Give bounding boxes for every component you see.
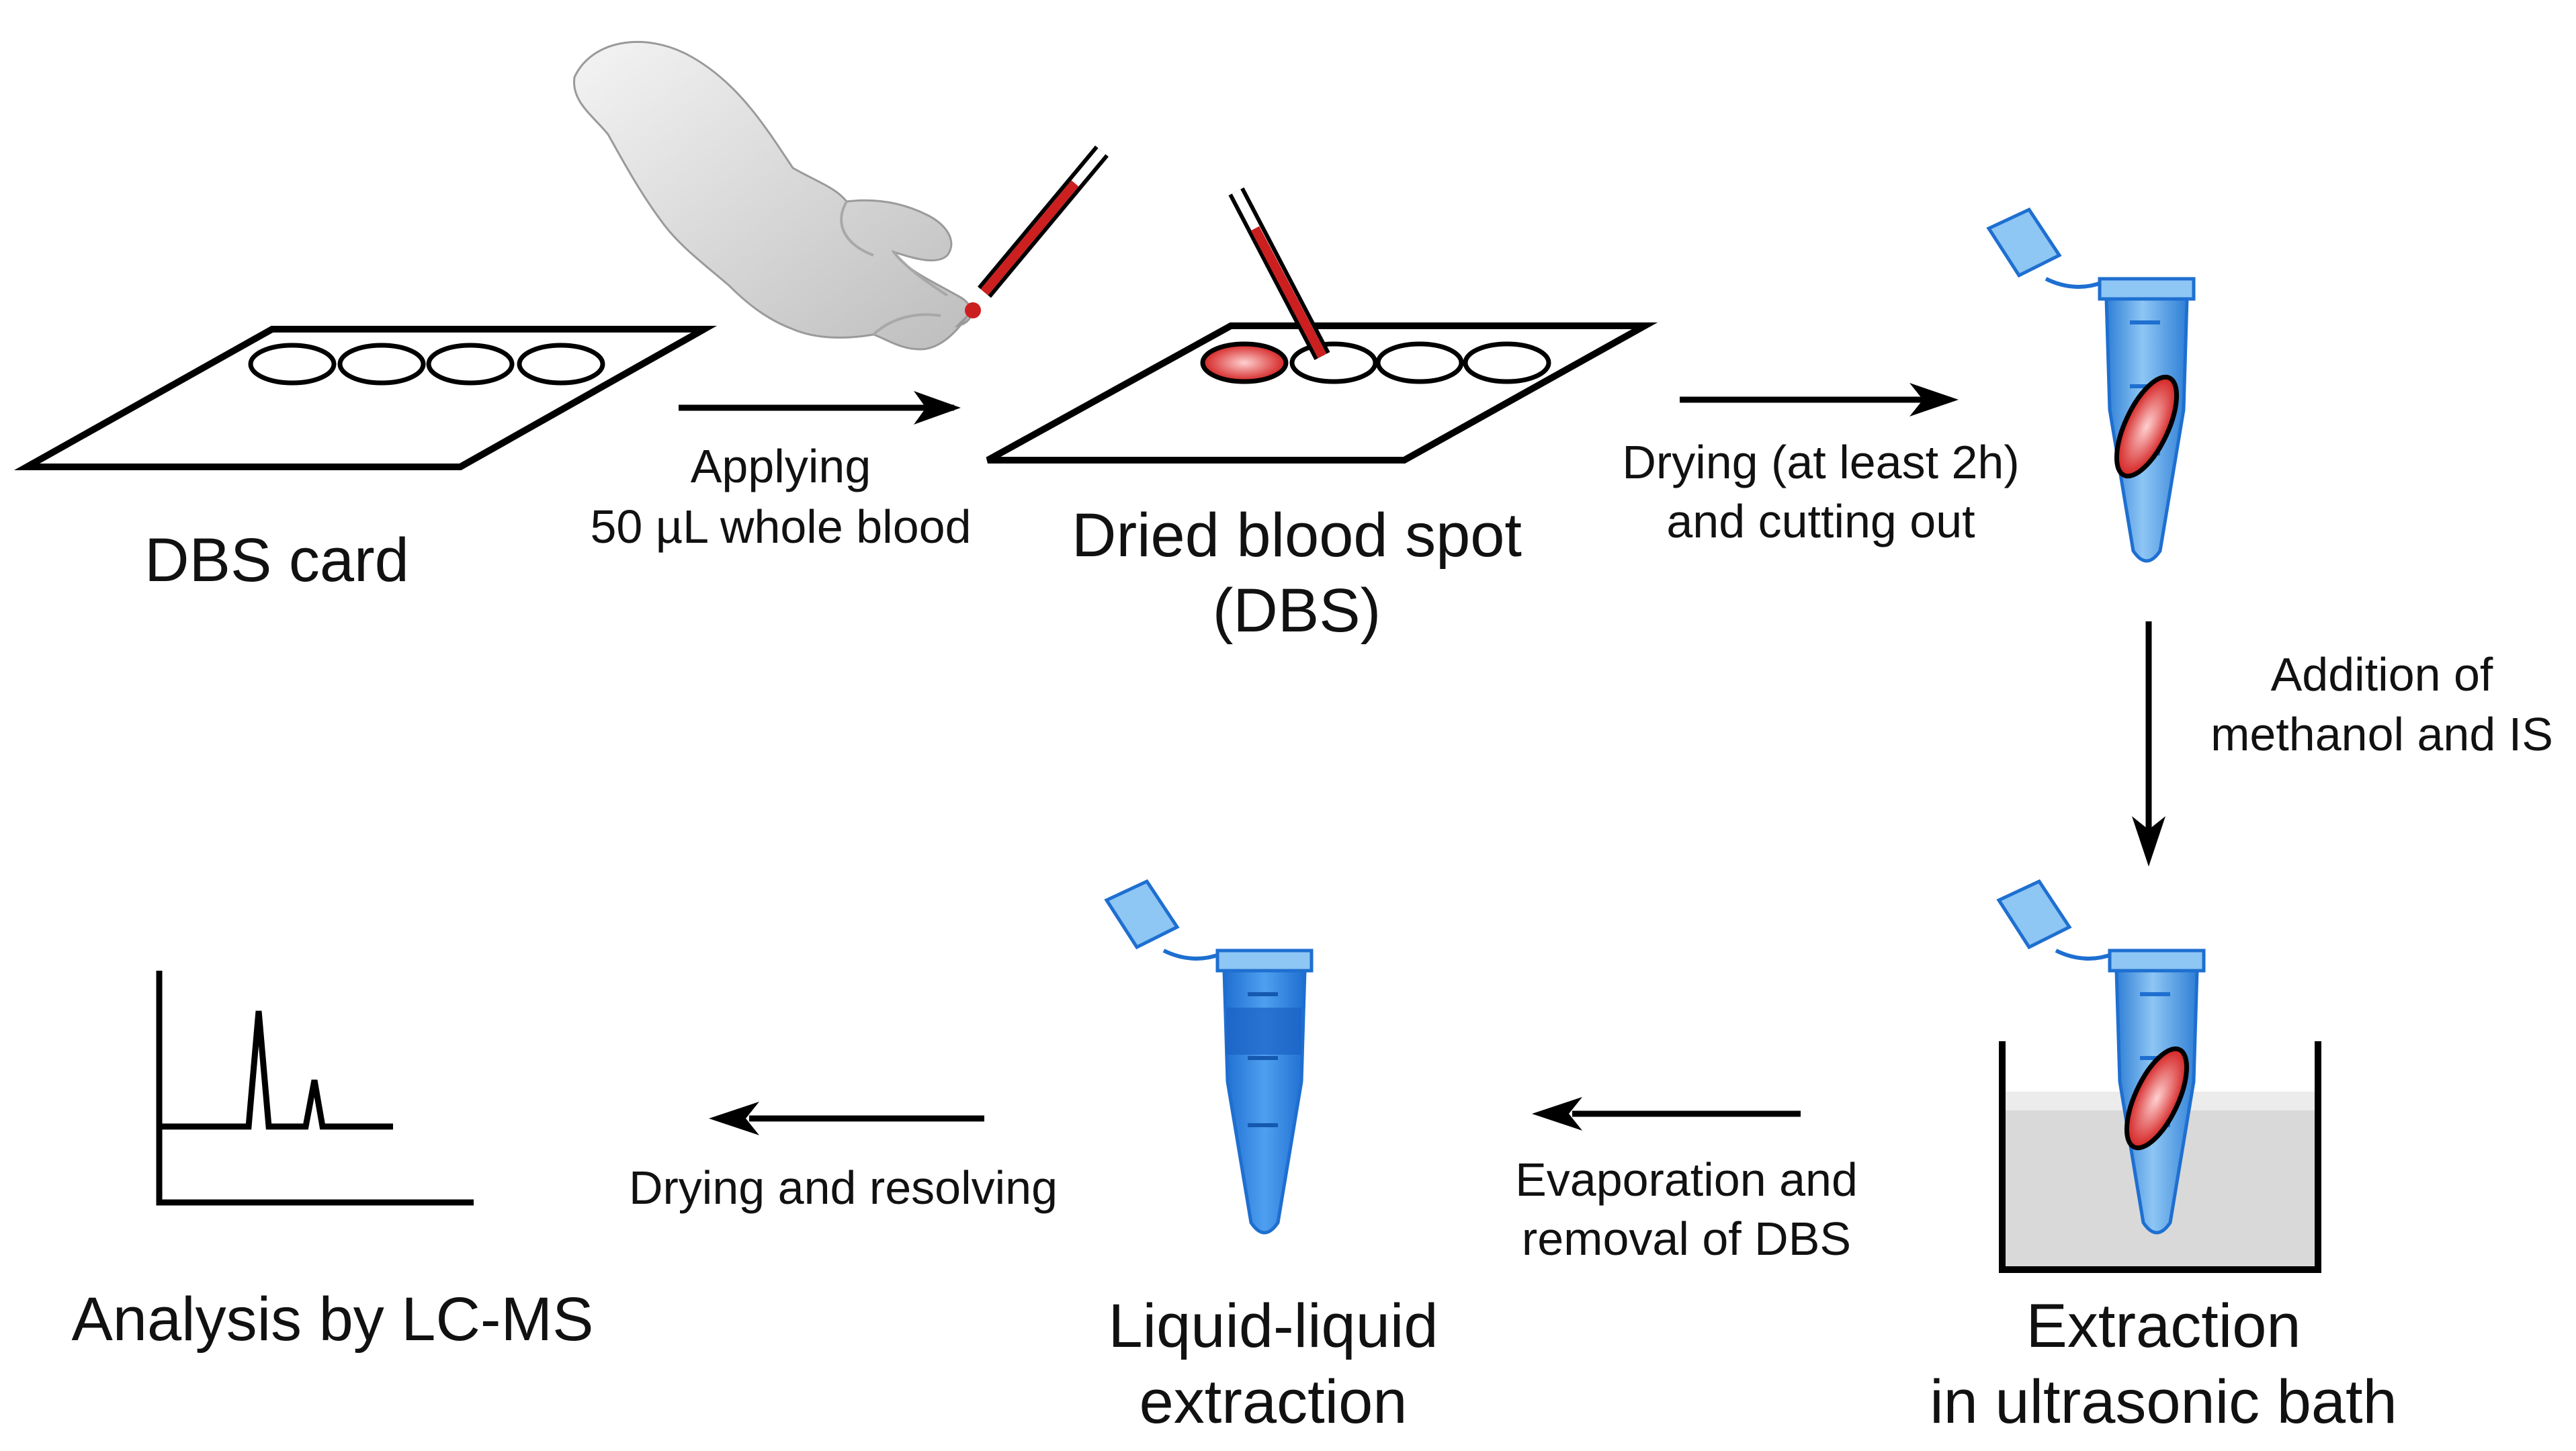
chromatogram-icon xyxy=(156,971,474,1206)
drying-label-2: and cutting out xyxy=(1666,495,1975,547)
dbs-card-label: DBS card xyxy=(144,526,409,595)
eppendorf-tube-icon xyxy=(1986,207,2196,563)
evap-label-2: removal of DBS xyxy=(1522,1213,1851,1265)
applying-label-1: Applying xyxy=(691,440,871,492)
dried-label-2: (DBS) xyxy=(1213,576,1381,645)
eppendorf-tube-icon xyxy=(1104,879,1314,1235)
capillary-tube-icon xyxy=(1228,187,1330,361)
eppendorf-tube-icon xyxy=(1996,879,2206,1235)
evap-label-1: Evaporation and xyxy=(1515,1153,1858,1206)
drying-label-1: Drying (at least 2h) xyxy=(1622,436,2019,488)
analysis-label: Analysis by LC-MS xyxy=(71,1285,593,1354)
extraction-label-2: in ultrasonic bath xyxy=(1930,1368,2397,1436)
lle-label-1: Liquid-liquid xyxy=(1109,1292,1439,1360)
dbs-card-icon xyxy=(13,326,718,470)
dbs-spotted-card-icon xyxy=(986,322,1658,464)
capillary-tube-icon xyxy=(978,145,1109,298)
lle-label-2: extraction xyxy=(1140,1368,1408,1436)
applying-label-2: 50 µL whole blood xyxy=(590,500,971,553)
addition-label-1: Addition of xyxy=(2271,648,2493,701)
resolving-label: Drying and resolving xyxy=(629,1161,1058,1214)
extraction-label-1: Extraction xyxy=(2026,1292,2301,1360)
dried-label-1: Dried blood spot xyxy=(1072,501,1522,570)
blood-drop-icon xyxy=(965,302,981,318)
addition-label-2: methanol and IS xyxy=(2210,708,2553,760)
hand-glove-icon xyxy=(572,40,973,351)
